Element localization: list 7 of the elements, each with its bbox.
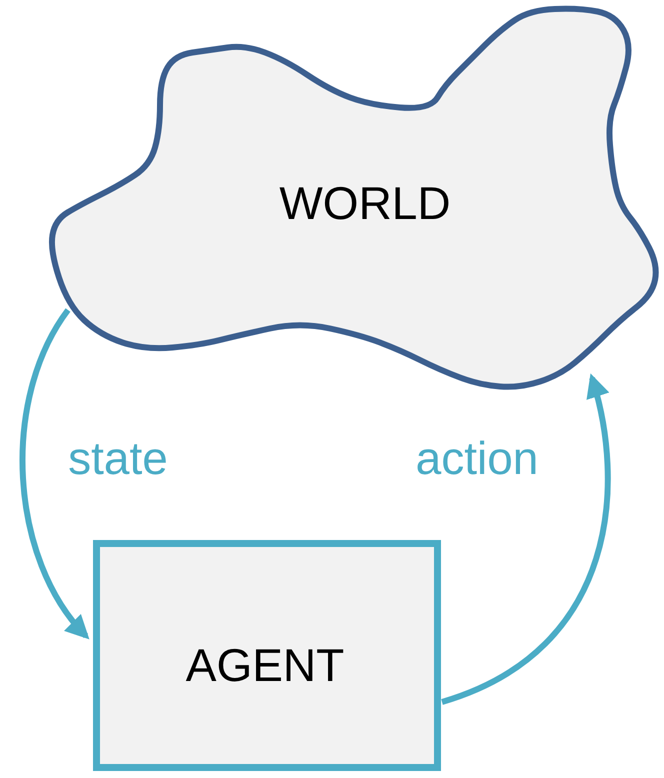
edge-label: action [416, 431, 538, 485]
node-label: AGENT [186, 638, 344, 692]
arrow [20, 308, 90, 640]
arrow [440, 373, 610, 705]
edge-label: state [68, 431, 168, 485]
agent-box [93, 540, 441, 771]
node-label: WORLD [279, 176, 451, 230]
